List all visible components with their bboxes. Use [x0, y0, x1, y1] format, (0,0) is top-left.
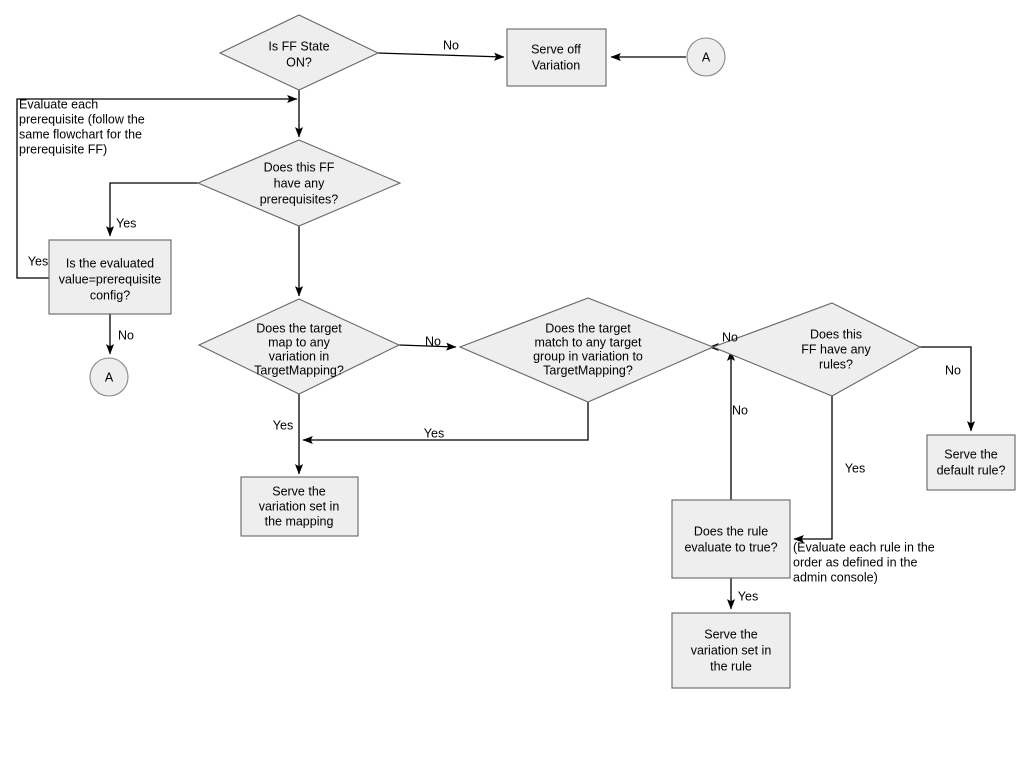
node-label-line: the mapping	[265, 514, 334, 528]
edge-target-mapping-no	[398, 342, 457, 351]
edge-label-target-mapping-yes: Yes	[273, 418, 293, 432]
annotation-line: same flowchart for the	[19, 127, 142, 141]
node-label-line: default rule?	[937, 463, 1006, 477]
node-label-line: Does this	[810, 327, 862, 341]
node-label-line: TargetMapping?	[543, 363, 633, 377]
node-label-line: variation set in	[691, 643, 772, 657]
node-label-line: Does the rule	[694, 524, 768, 538]
edge-label-prerequisites-yes: Yes	[116, 216, 136, 230]
node-target-group-check[interactable]: Does the target match to any target grou…	[458, 297, 715, 403]
node-label-line: Serve the	[704, 627, 758, 641]
process-shape	[671, 499, 791, 579]
node-label-line: rules?	[819, 357, 853, 371]
node-connector-a-top[interactable]: A	[686, 37, 726, 77]
node-label-line: Serve the	[944, 447, 998, 461]
edge-label-has-rules-no: No	[945, 363, 961, 377]
process-shape	[926, 434, 1016, 491]
edge-label-prereq-config-yes: Yes	[28, 254, 48, 268]
node-rule-evaluate-check[interactable]: Does the rule evaluate to true?	[671, 499, 791, 579]
annotation-prerequisite-note: Evaluate each prerequisite (follow the s…	[19, 97, 145, 156]
node-prerequisite-config-check[interactable]: Is the evaluated value=prerequisite conf…	[48, 239, 172, 315]
annotation-line: admin console)	[793, 570, 878, 584]
process-shape	[48, 239, 172, 315]
edge-label-has-rules-yes: Yes	[845, 461, 865, 475]
node-label-line: have any	[274, 176, 325, 190]
edge-prereq-config-yes-return	[16, 94, 298, 279]
node-label-line: config?	[90, 288, 130, 302]
annotation-rule-order-note: (Evaluate each rule in the order as defi…	[793, 540, 935, 584]
edge-label-prereq-config-no: No	[118, 328, 134, 342]
node-label-line: value=prerequisite	[59, 272, 162, 286]
node-label-line: Does this FF	[264, 160, 335, 174]
node-serve-variation-rule[interactable]: Serve the variation set in the rule	[671, 612, 791, 689]
process-shape	[506, 28, 607, 87]
annotation-line: prerequisite FF)	[19, 142, 107, 156]
edge-prerequisites-yes	[105, 182, 198, 237]
circle-shape	[686, 37, 726, 77]
node-label-line: FF have any	[801, 342, 871, 356]
node-label-line: variation in	[269, 349, 329, 363]
node-label-line: Does the target	[256, 321, 342, 335]
node-is-ff-state-on[interactable]: Is FF State ON?	[218, 14, 380, 91]
node-has-prerequisites[interactable]: Does this FF have any prerequisites?	[196, 139, 402, 227]
node-connector-a-bottom[interactable]: A	[89, 357, 129, 397]
edges-layer	[16, 52, 976, 610]
annotation-line: prerequisite (follow the	[19, 112, 145, 126]
node-label-line: Variation	[532, 58, 580, 72]
node-label-line: Serve the	[272, 484, 326, 498]
node-label-line: Serve off	[531, 42, 581, 56]
edge-label-target-mapping-no: No	[425, 334, 441, 348]
edge-label-ff-state-no: No	[443, 38, 459, 52]
node-serve-default-rule[interactable]: Serve the default rule?	[926, 434, 1016, 491]
edge-ff-state-no	[377, 52, 505, 61]
node-label-line: group in variation to	[533, 349, 643, 363]
annotation-line: (Evaluate each rule in the	[793, 540, 935, 554]
diamond-shape	[196, 139, 402, 227]
node-label-line: evaluate to true?	[684, 540, 777, 554]
edge-label-target-group-yes: Yes	[424, 426, 444, 440]
node-target-mapping-check[interactable]: Does the target map to any variation in …	[197, 298, 401, 395]
nodes-layer: Is FF State ON? Serve off Variation A Do…	[48, 14, 1016, 689]
circle-shape	[89, 357, 129, 397]
node-label-line: variation set in	[259, 499, 340, 513]
edge-label-rule-eval-no: No	[732, 403, 748, 417]
diamond-shape	[711, 302, 922, 397]
diamond-shape	[458, 297, 715, 403]
node-serve-off-variation[interactable]: Serve off Variation	[506, 28, 607, 87]
node-label-line: ON?	[286, 55, 312, 69]
connector-label: A	[702, 50, 711, 64]
annotation-line: Evaluate each	[19, 97, 98, 111]
node-label-line: match to any target	[534, 335, 642, 349]
edge-label-rule-eval-yes: Yes	[738, 589, 758, 603]
edge-target-group-yes	[302, 402, 589, 445]
node-serve-variation-mapping[interactable]: Serve the variation set in the mapping	[240, 476, 359, 537]
node-label-line: Is the evaluated	[66, 256, 154, 270]
edge-labels-layer: No Yes Yes No No Yes Yes No No No Yes Ye…	[28, 38, 961, 603]
diamond-shape	[197, 298, 401, 395]
edge-has-rules-yes	[793, 396, 833, 544]
connector-label: A	[105, 370, 114, 384]
process-shape	[240, 476, 359, 537]
process-shape	[671, 612, 791, 689]
diamond-shape	[218, 14, 380, 91]
node-label-line: map to any	[268, 335, 331, 349]
node-label-line: Is FF State	[268, 39, 329, 53]
edge-has-rules-no	[920, 346, 976, 432]
node-has-rules-check[interactable]: Does this FF have any rules?	[711, 302, 922, 397]
edge-label-target-group-no: No	[722, 330, 738, 344]
node-label-line: prerequisites?	[260, 192, 339, 206]
annotation-line: order as defined in the	[793, 555, 917, 569]
node-label-line: TargetMapping?	[254, 363, 344, 377]
node-label-line: Does the target	[545, 321, 631, 335]
node-label-line: the rule	[710, 659, 752, 673]
